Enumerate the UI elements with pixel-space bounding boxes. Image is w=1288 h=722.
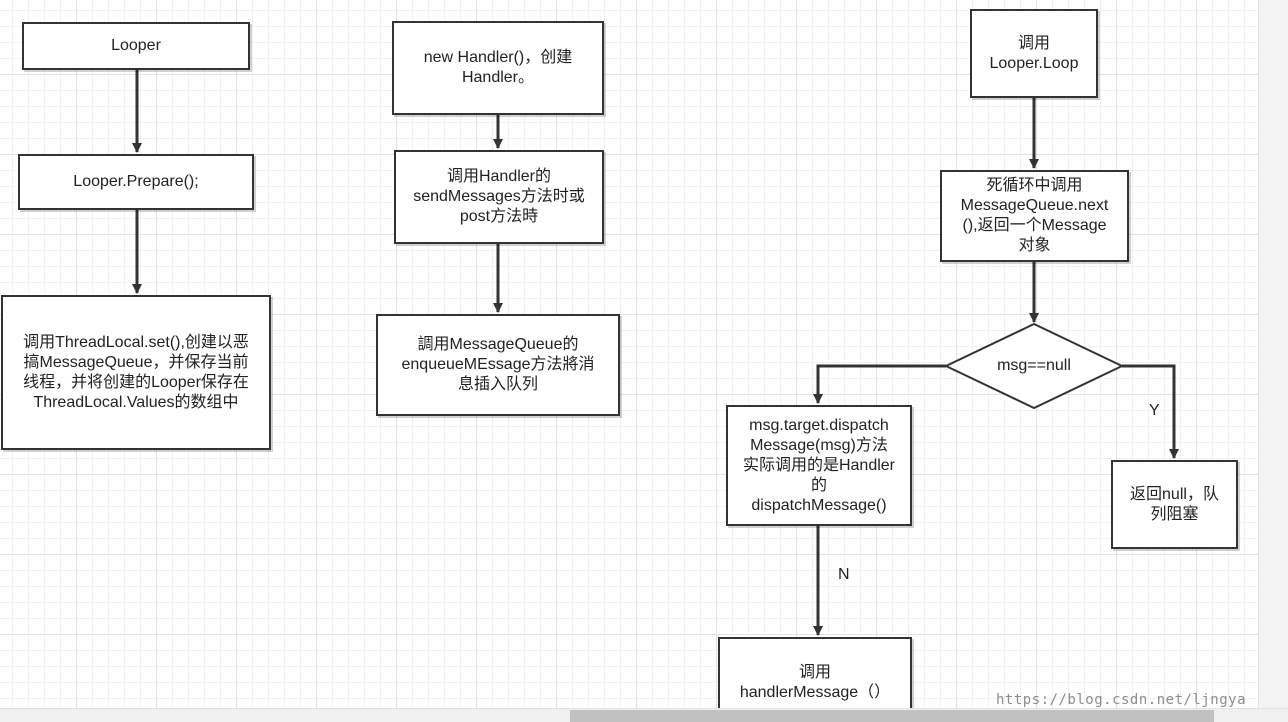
- node-messagequeue-next-line-1: 死循环中调用: [986, 177, 1083, 194]
- edge-label-yes: Y: [1149, 402, 1160, 419]
- node-new-handler-line-1: new Handler()，创建: [423, 49, 573, 66]
- node-messagequeue-next-line-4: 对象: [1018, 237, 1051, 254]
- connectors: [132, 70, 1179, 636]
- horizontal-scroll-thumb[interactable]: [570, 710, 1214, 722]
- node-send-messages-line-1: 调用Handler的: [446, 168, 552, 185]
- node-looper-prepare: Looper.Prepare();: [18, 154, 254, 210]
- node-threadlocal-set-line-2: 搞MessageQueue，并保存当前: [23, 353, 249, 371]
- node-return-null-line-2: 列阻塞: [1150, 505, 1199, 523]
- vertical-scrollbar[interactable]: [1258, 0, 1288, 708]
- node-messagequeue-next-line-3: (),返回一个Message: [962, 217, 1107, 234]
- node-return-null-line-1: 返回null，队: [1130, 485, 1219, 503]
- node-threadlocal-set-line-4: ThreadLocal.Values的数组中: [33, 393, 239, 411]
- node-enqueue-message-line-2: enqueueMEssage方法將消: [401, 356, 595, 373]
- node-messagequeue-next-text: 死循环中调用 MessageQueue.next (),返回一个Message …: [961, 176, 1109, 256]
- decision-diamond: [943, 322, 1125, 410]
- node-handler-message-line-1: 调用: [798, 664, 831, 681]
- node-threadlocal-set-line-1: 调用ThreadLocal.set(),创建以恶: [23, 333, 249, 351]
- node-send-messages-line-3: post方法時: [459, 208, 539, 225]
- edge-label-no: N: [838, 566, 850, 583]
- node-new-handler-line-2: Handler。: [461, 69, 535, 86]
- node-call-looper-loop: 调用 Looper.Loop: [970, 9, 1098, 98]
- node-messagequeue-next-line-2: MessageQueue.next: [960, 197, 1109, 214]
- node-dispatch-message-line-1: msg.target.dispatch: [749, 416, 889, 434]
- node-dispatch-message-text: msg.target.dispatch Message(msg)方法 实际调用的…: [743, 416, 895, 516]
- node-dispatch-message-line-3: 实际调用的是Handler: [742, 456, 896, 474]
- watermark: https://blog.csdn.net/ljngya: [996, 692, 1247, 708]
- node-looper-text: Looper: [111, 36, 161, 56]
- node-looper-line-1: Looper: [111, 37, 161, 54]
- node-enqueue-message-line-3: 息插入队列: [457, 376, 538, 393]
- node-call-looper-loop-line-1: 调用: [1017, 34, 1050, 52]
- edge-decision-to-return-null: [1122, 364, 1179, 459]
- node-enqueue-message-text: 調用MessageQueue的 enqueueMEssage方法將消 息插入队列: [402, 335, 595, 395]
- node-looper: Looper: [22, 22, 250, 70]
- node-send-messages-text: 调用Handler的 sendMessages方法时或 post方法時: [413, 167, 585, 227]
- node-enqueue-message-line-1: 調用MessageQueue的: [417, 336, 579, 353]
- node-return-null: 返回null，队 列阻塞: [1111, 460, 1238, 549]
- node-messagequeue-next: 死循环中调用 MessageQueue.next (),返回一个Message …: [940, 170, 1129, 262]
- node-send-messages-line-2: sendMessages方法时或: [413, 188, 585, 205]
- node-threadlocal-set-line-3: 线程，并将创建的Looper保存在: [23, 373, 249, 391]
- node-send-messages: 调用Handler的 sendMessages方法时或 post方法時: [394, 150, 604, 244]
- node-dispatch-message: msg.target.dispatch Message(msg)方法 实际调用的…: [726, 405, 912, 526]
- node-dispatch-message-line-2: Message(msg)方法: [750, 436, 888, 454]
- node-call-looper-loop-text: 调用 Looper.Loop: [990, 34, 1079, 74]
- node-threadlocal-set-text: 调用ThreadLocal.set(),创建以恶 搞MessageQueue，并…: [23, 333, 249, 413]
- edge-decision-to-dispatch: [813, 364, 946, 404]
- node-handler-message-line-2: handlerMessage（）: [739, 684, 891, 701]
- diagram-canvas: Looper Looper.Prepare(); 调用ThreadLocal.s…: [1, 9, 1238, 708]
- node-threadlocal-set: 调用ThreadLocal.set(),创建以恶 搞MessageQueue，并…: [1, 295, 271, 450]
- node-looper-prepare-text: Looper.Prepare();: [73, 172, 198, 192]
- node-looper-prepare-line-1: Looper.Prepare();: [73, 173, 199, 190]
- node-dispatch-message-line-4: 的: [810, 476, 827, 494]
- node-enqueue-message: 調用MessageQueue的 enqueueMEssage方法將消 息插入队列: [376, 314, 620, 416]
- node-new-handler: new Handler()，创建 Handler。: [392, 21, 604, 115]
- node-new-handler-text: new Handler()，创建 Handler。: [424, 48, 573, 88]
- node-handler-message: 调用 handlerMessage（）: [718, 637, 912, 708]
- node-handler-message-text: 调用 handlerMessage（）: [740, 663, 890, 703]
- node-call-looper-loop-line-2: Looper.Loop: [989, 54, 1079, 72]
- node-dispatch-message-line-5: dispatchMessage(): [751, 496, 887, 514]
- decision-label: msg==null: [997, 357, 1071, 374]
- node-return-null-text: 返回null，队 列阻塞: [1130, 485, 1219, 525]
